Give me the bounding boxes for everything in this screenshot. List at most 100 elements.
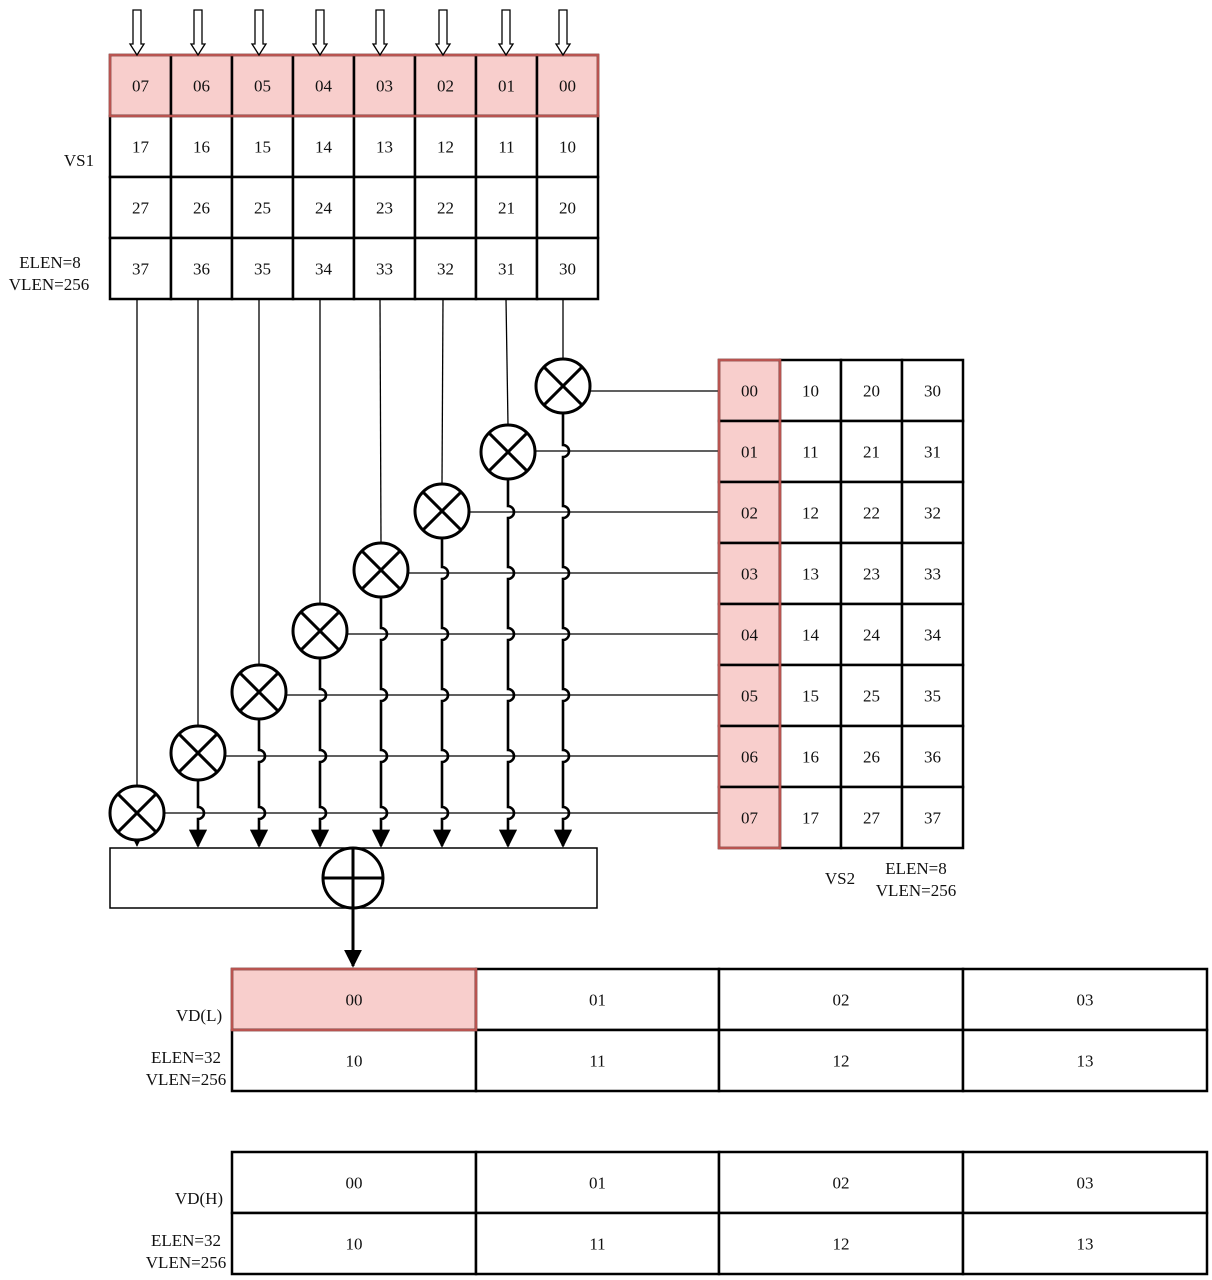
- circled-times-icon: [230, 663, 288, 721]
- vs2-vlen-label: VLEN=256: [876, 881, 956, 900]
- vs1-cell-value: 04: [315, 77, 333, 96]
- vdh-vlen-label: VLEN=256: [146, 1253, 226, 1272]
- vs2-cell-value: 31: [924, 443, 941, 462]
- vs1-cell: 21: [474, 175, 539, 240]
- vs1-cell-value: 17: [132, 138, 150, 157]
- product-output-wire: [371, 597, 391, 848]
- vs2-cell: 04: [717, 602, 782, 667]
- vdh-cell-value: 11: [589, 1235, 605, 1254]
- vs1-cell-value: 27: [132, 199, 150, 218]
- vs2-cell-value: 27: [863, 809, 881, 828]
- vs2-cell: 31: [900, 419, 965, 484]
- down-arrow-icon: [371, 9, 389, 57]
- vs2-cell-value: 00: [741, 382, 758, 401]
- vs1-cell: 06: [169, 53, 234, 118]
- vs2-cell-value: 26: [863, 748, 880, 767]
- vdh-cell: 13: [961, 1211, 1209, 1276]
- vs1-cell-value: 00: [559, 77, 576, 96]
- vs2-cell: 15: [778, 663, 843, 728]
- vs1-cell: 23: [352, 175, 417, 240]
- vs2-cell-value: 04: [741, 626, 759, 645]
- vdh-label: VD(H): [175, 1189, 223, 1208]
- vs1-cell-value: 02: [437, 77, 454, 96]
- product-output-wire: [553, 413, 573, 848]
- vs2-cell-value: 15: [802, 687, 819, 706]
- vs1-cell-value: 06: [193, 77, 210, 96]
- vs1-cell: 20: [535, 175, 600, 240]
- vs1-cell-value: 36: [193, 260, 210, 279]
- vs2-cell-value: 21: [863, 443, 880, 462]
- down-arrow-icon: [311, 9, 329, 57]
- vs1-cell-value: 26: [193, 199, 210, 218]
- vs1-cell: 05: [230, 53, 295, 118]
- vs2-cell-value: 34: [924, 626, 942, 645]
- vs2-cell-value: 24: [863, 626, 881, 645]
- vs2-label: VS2: [825, 869, 855, 888]
- vs2-cell-value: 06: [741, 748, 758, 767]
- vs2-cell: 14: [778, 602, 843, 667]
- vs2-cell: 06: [717, 724, 782, 789]
- vs1-cell-value: 37: [132, 260, 150, 279]
- vs2-cell: 12: [778, 480, 843, 545]
- vs1-cell: 10: [535, 114, 600, 179]
- vs2-cell-value: 20: [863, 382, 880, 401]
- vs2-cell-value: 23: [863, 565, 880, 584]
- vdl-cell: 11: [474, 1028, 721, 1093]
- vdh-cell-value: 12: [833, 1235, 850, 1254]
- vdl-cell-value: 02: [833, 991, 850, 1010]
- vs1-cell-value: 15: [254, 138, 271, 157]
- vdl-cell: 00: [230, 967, 478, 1032]
- vdl-cell-value: 12: [833, 1052, 850, 1071]
- vs2-cell: 16: [778, 724, 843, 789]
- vs1-cell-value: 31: [498, 260, 515, 279]
- vs1-cell-value: 22: [437, 199, 454, 218]
- vdl-cell: 13: [961, 1028, 1209, 1093]
- vs1-cell-value: 20: [559, 199, 576, 218]
- vs1-cell-value: 30: [559, 260, 576, 279]
- vs1-cell-value: 01: [498, 77, 515, 96]
- vs1-cell-value: 21: [498, 199, 515, 218]
- vs2-cell-value: 13: [802, 565, 819, 584]
- vs1-cell: 34: [291, 236, 356, 301]
- vs2-cell-value: 30: [924, 382, 941, 401]
- vs2-cell: 25: [839, 663, 904, 728]
- vs2-cell: 24: [839, 602, 904, 667]
- product-output-wire: [498, 479, 518, 848]
- vs2-cell: 33: [900, 541, 965, 606]
- vs1-cell-value: 23: [376, 199, 393, 218]
- circled-times-icon: [291, 602, 349, 660]
- vdh-cell: 02: [717, 1150, 965, 1215]
- vdl-cell-value: 10: [346, 1052, 363, 1071]
- vs1-cell-value: 32: [437, 260, 454, 279]
- vs2-cell-value: 10: [802, 382, 819, 401]
- vdh-cell: 00: [230, 1150, 478, 1215]
- vs1-input-wire: [505, 298, 509, 426]
- vs1-cell-value: 24: [315, 199, 333, 218]
- vs1-cell: 13: [352, 114, 417, 179]
- vs1-cell: 27: [108, 175, 173, 240]
- vs1-highlight-border: [108, 53, 600, 118]
- adder-tree: [109, 846, 598, 968]
- vdl-vlen-label: VLEN=256: [146, 1070, 226, 1089]
- vdh-cell-value: 03: [1077, 1174, 1094, 1193]
- vs2-cell-value: 03: [741, 565, 758, 584]
- vs2-highlight-border: [717, 358, 782, 850]
- vs2-cell-value: 05: [741, 687, 758, 706]
- vs1-cell: 07: [108, 53, 173, 118]
- vs1-cell: 15: [230, 114, 295, 179]
- product-output-wire: [310, 658, 330, 848]
- vdh-cell-value: 01: [589, 1174, 606, 1193]
- vs1-cell: 26: [169, 175, 234, 240]
- vs1-cell-value: 10: [559, 138, 576, 157]
- vs2-cell-value: 36: [924, 748, 941, 767]
- vs1-cell: 22: [413, 175, 478, 240]
- vs1-cell: 36: [169, 236, 234, 301]
- down-arrow-icon: [497, 9, 515, 57]
- circled-times-icon: [169, 724, 227, 782]
- vdl-cell-value: 13: [1077, 1052, 1094, 1071]
- vdl-cell: 03: [961, 967, 1209, 1032]
- vs1-cell-value: 11: [498, 138, 514, 157]
- vd-highlight-border: [230, 967, 478, 1032]
- vdl-label: VD(L): [176, 1006, 222, 1025]
- down-arrow-icon: [434, 9, 452, 57]
